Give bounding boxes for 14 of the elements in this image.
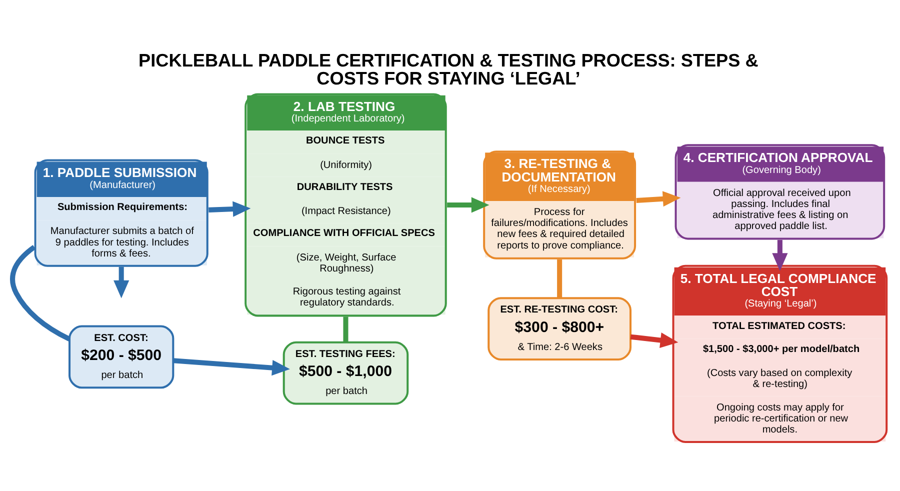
arrow — [208, 200, 251, 216]
arrow — [630, 332, 678, 348]
arrow — [173, 358, 290, 376]
connector — [10, 244, 71, 341]
connector — [343, 316, 348, 342]
arrow — [772, 239, 788, 270]
connector — [557, 258, 562, 298]
node-box: EST. RE-TESTING COST: $300 - $800+ & Time: 2-6 Weeks — [488, 296, 632, 360]
node-box: EST. TESTING FEES: $500 - $1,000 per batch — [282, 340, 409, 404]
arrow — [636, 190, 681, 206]
arrow — [447, 196, 490, 212]
diagram-title: PICKLEBALL PADDLE CERTIFICATION & TESTING PROCESS: STEPS & COSTS FOR STAYING ‘LEGAL’ — [138, 50, 758, 88]
node-box: EST. COST: $200 - $500 per batch — [68, 324, 174, 388]
arrow — [114, 266, 130, 298]
